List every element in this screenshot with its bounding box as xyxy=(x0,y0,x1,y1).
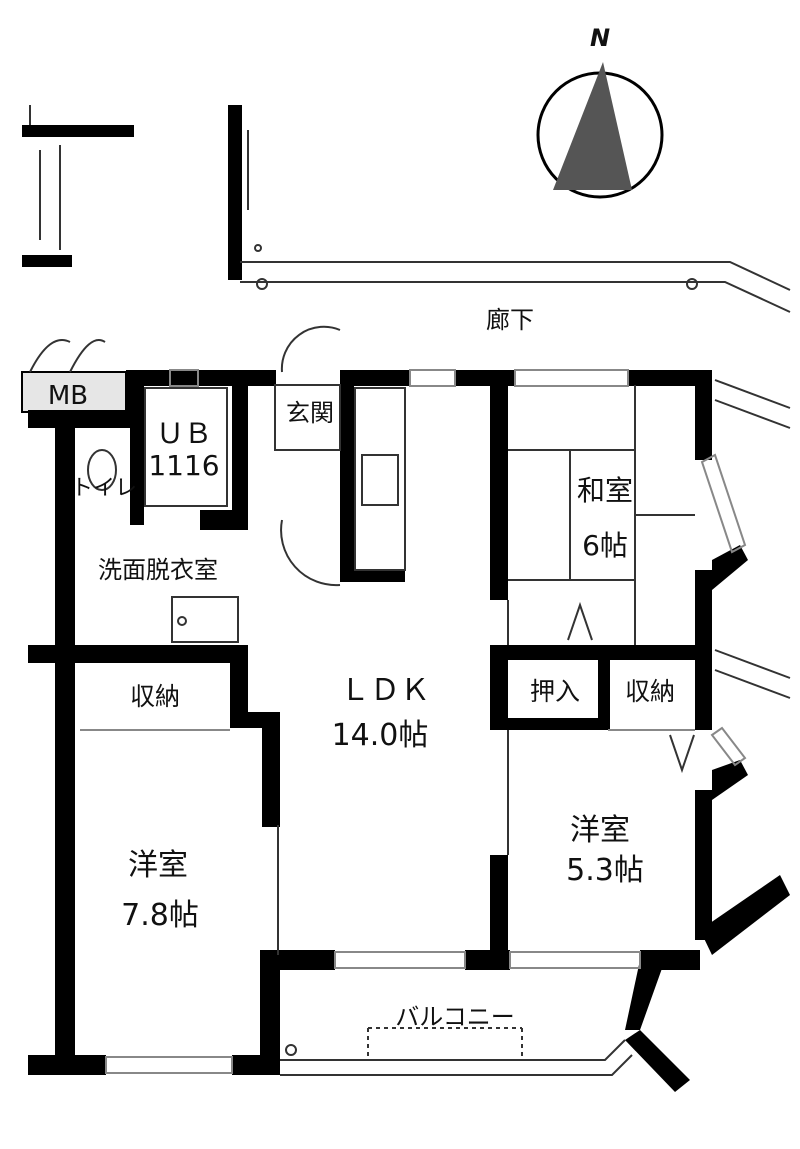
balcony xyxy=(280,1027,633,1076)
mb-label: MB xyxy=(48,381,88,411)
fixtures xyxy=(80,325,695,955)
corridor: 廊下 xyxy=(240,244,791,334)
storage-right-label: 収納 xyxy=(625,677,675,706)
outside-lines xyxy=(714,379,791,699)
unit-bath-size: 1116 xyxy=(148,449,219,482)
western-room-right-label: 洋室 xyxy=(570,813,630,848)
windows xyxy=(105,369,747,1074)
tatami-lines xyxy=(508,385,695,645)
western-room-left-label: 洋室 xyxy=(128,848,188,883)
corridor-label: 廊下 xyxy=(486,306,534,334)
oshiire-label: 押入 xyxy=(530,677,580,706)
meter-box xyxy=(21,371,127,413)
unit-bath-label: ＵＢ xyxy=(156,417,212,450)
washitsu-label: 和室 xyxy=(577,474,633,507)
washitsu-size: 6帖 xyxy=(582,529,628,562)
neighbor-unit xyxy=(22,105,249,280)
washroom-label: 洗面脱衣室 xyxy=(98,556,218,584)
balcony-label: バルコニー xyxy=(395,1003,515,1031)
entrance-label: 玄関 xyxy=(286,399,334,427)
western-room-left-size: 7.8帖 xyxy=(121,898,199,933)
compass-arrow-icon xyxy=(553,62,632,190)
ldk-label: ＬＤＫ xyxy=(340,673,430,708)
mb-door xyxy=(29,339,106,373)
compass-north-label: N xyxy=(590,24,610,52)
storage-left-label: 収納 xyxy=(130,682,180,711)
north-compass: N xyxy=(536,24,664,199)
toilet-label: トイレ xyxy=(71,476,137,501)
western-room-right-size: 5.3帖 xyxy=(566,853,644,888)
ldk-size: 14.0帖 xyxy=(332,718,429,753)
walls xyxy=(28,370,790,1092)
